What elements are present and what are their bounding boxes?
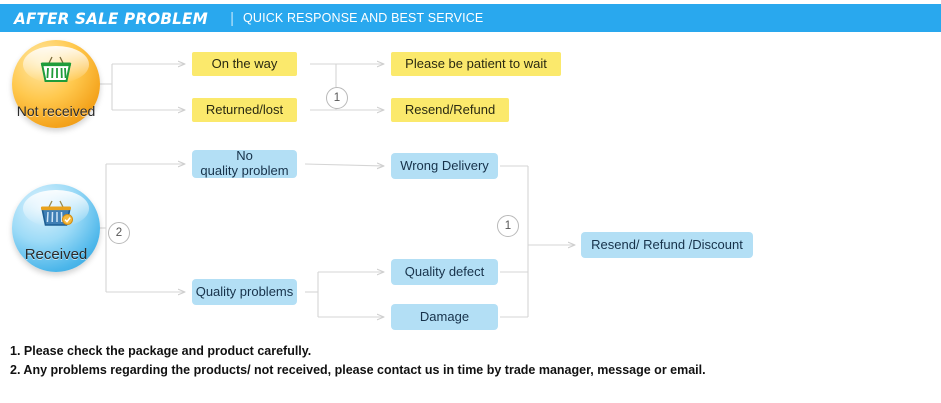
- node-no-quality-problem-line2: quality problem: [200, 163, 289, 178]
- badge-label-received: Received: [24, 245, 88, 263]
- node-on-the-way[interactable]: On the way: [192, 52, 297, 76]
- badge-received: Received: [12, 184, 100, 272]
- connector-lines: [100, 32, 941, 337]
- node-resend-refund[interactable]: Resend/Refund: [391, 98, 509, 122]
- step-marker-1-right: 1: [497, 215, 519, 237]
- node-no-quality-problem-line1: No: [236, 148, 253, 164]
- footer-note-1: 1. Please check the package and product …: [10, 344, 312, 358]
- node-no-quality-problem[interactable]: No quality problem: [192, 148, 297, 178]
- footer-note-2: 2. Any problems regarding the products/ …: [10, 363, 706, 377]
- step-marker-1-top: 1: [326, 87, 348, 109]
- node-damage[interactable]: Damage: [391, 304, 498, 330]
- page-title: AFTER SALE PROBLEM: [14, 8, 208, 28]
- after-sale-flowchart: Not received Received On the way Returne…: [0, 32, 941, 337]
- footer-notes: 1. Please check the package and product …: [10, 342, 930, 380]
- node-returned-lost[interactable]: Returned/lost: [192, 98, 297, 122]
- badge-not-received: Not received: [12, 40, 100, 128]
- shopping-basket-icon: [40, 56, 72, 82]
- node-please-be-patient-to-wait[interactable]: Please be patient to wait: [391, 52, 561, 76]
- header-subtitle: QUICK RESPONSE AND BEST SERVICE: [243, 11, 484, 25]
- page-header-banner: AFTER SALE PROBLEM | QUICK RESPONSE AND …: [0, 4, 941, 32]
- shopping-basket-icon: [41, 200, 73, 226]
- node-quality-defect[interactable]: Quality defect: [391, 259, 498, 285]
- node-quality-problems[interactable]: Quality problems: [192, 279, 297, 305]
- node-wrong-delivery[interactable]: Wrong Delivery: [391, 153, 498, 179]
- step-marker-2-left: 2: [108, 222, 130, 244]
- badge-label-not-received: Not received: [16, 102, 96, 119]
- header-separator: |: [230, 9, 235, 27]
- node-resend-refund-discount[interactable]: Resend/ Refund /Discount: [581, 232, 753, 258]
